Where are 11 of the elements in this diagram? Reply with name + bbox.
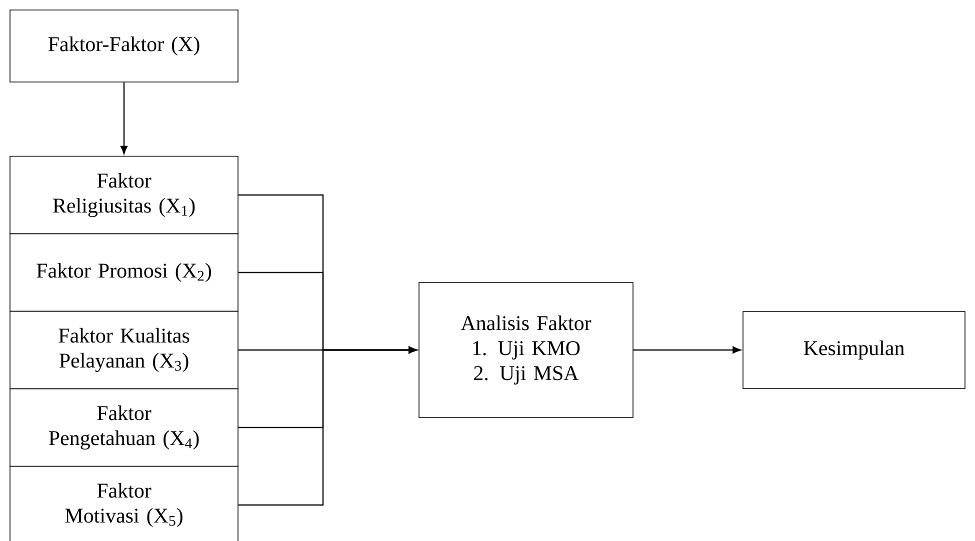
factor-box: Faktor Pengetahuan (X$_{4}$) — [10, 388, 238, 467]
conclusion-box: Kesimpulan — [742, 311, 966, 389]
arrow — [238, 346, 417, 506]
factor-box: Faktor Kualitas Pelayanan (X$_{3}$) — [10, 310, 238, 390]
factor-box: Faktor Religiusitas (X$_{1}$) — [10, 156, 238, 234]
factor-box: Faktor Motivasi (X$_{5}$) — [10, 466, 238, 541]
factor-box: Faktor-Faktor (X) — [10, 10, 238, 82]
analysis-box: Analisis Faktor 1. Uji KMO 2. Uji MSA — [418, 282, 634, 418]
factor-box: Faktor Promosi (X$_{2}$) — [10, 233, 238, 312]
arrow — [633, 346, 741, 354]
arrow — [120, 82, 128, 154]
